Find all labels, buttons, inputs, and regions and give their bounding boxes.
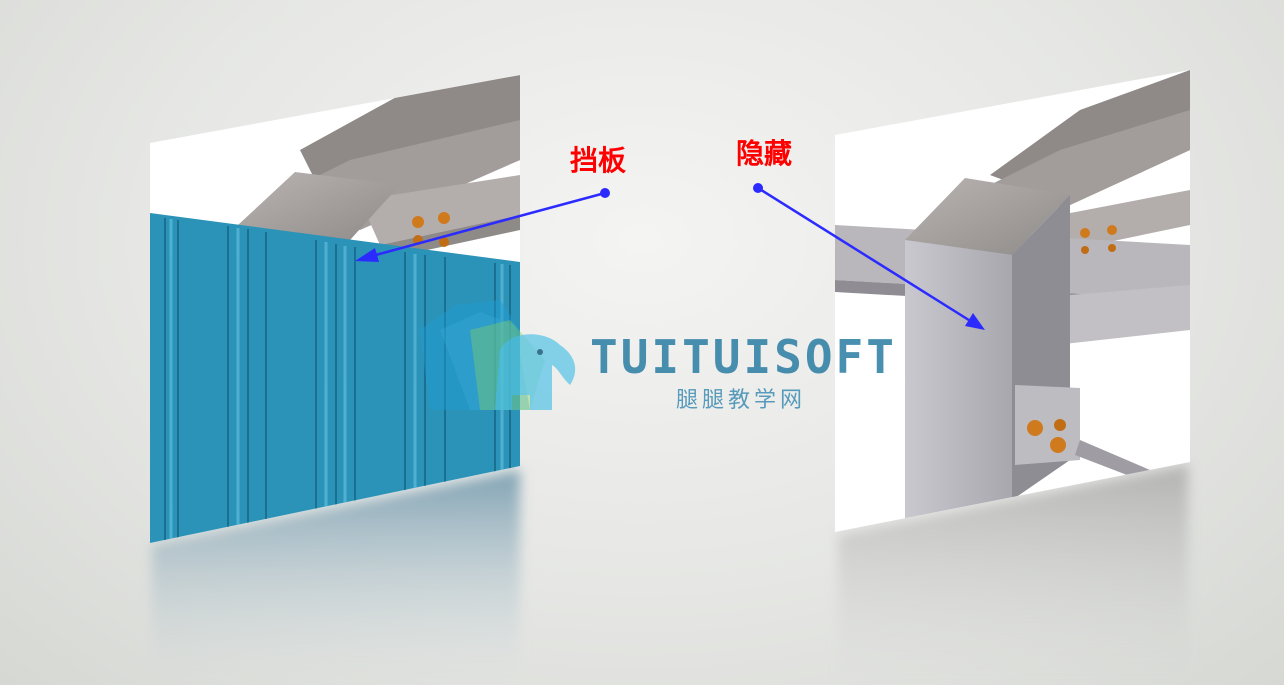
hidden-label: 隐藏	[736, 137, 792, 170]
right-pointer-arrow	[753, 183, 985, 330]
left-pointer-arrow	[355, 188, 610, 262]
left-panel-baffle-view	[150, 75, 520, 543]
baffle-ribs	[164, 218, 511, 542]
left-panel-reflection	[152, 470, 520, 685]
right-panel-reflection	[838, 465, 1188, 685]
brand-name: TUITUISOFT	[590, 330, 897, 384]
right-panel-hidden-view	[835, 70, 1190, 532]
baffle-label: 挡板	[570, 144, 626, 177]
brand-watermark: TUITUISOFT 腿腿教学网	[420, 300, 897, 413]
brand-subtitle: 腿腿教学网	[676, 388, 806, 413]
elephant-logo-icon	[420, 300, 576, 410]
